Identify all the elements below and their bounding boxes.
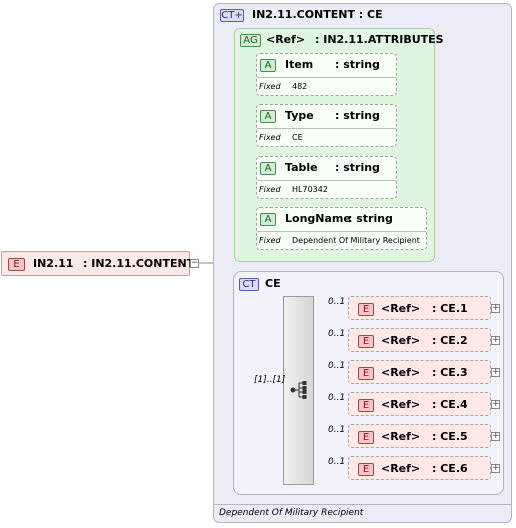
attribute-divider xyxy=(257,231,426,232)
element-ref: <Ref> xyxy=(381,462,421,475)
element-ce6-box[interactable]: E <Ref> : CE.6 xyxy=(348,456,491,480)
ce-type-badge: CT xyxy=(239,278,259,291)
attribute-badge: A xyxy=(260,162,276,175)
attribute-type: : string xyxy=(348,212,393,225)
element-ref: <Ref> xyxy=(381,334,421,347)
attribute-group-name: : IN2.11.ATTRIBUTES xyxy=(315,33,444,46)
expand-toggle[interactable]: + xyxy=(491,431,500,441)
fixed-label: Fixed xyxy=(259,133,281,142)
fixed-label: Fixed xyxy=(259,185,281,194)
attribute-group-badge: AG xyxy=(240,34,261,47)
ce-type-name: CE xyxy=(265,277,281,290)
attribute-name: Table xyxy=(285,161,318,174)
element-ce1-box[interactable]: E <Ref> : CE.1 xyxy=(348,296,491,320)
element-cardinality: 0..1 xyxy=(328,329,346,339)
element-ce5-box[interactable]: E <Ref> : CE.5 xyxy=(348,424,491,448)
element-cardinality: 0..1 xyxy=(328,457,346,467)
attribute-longname-box[interactable]: A LongName : string Fixed Dependent Of M… xyxy=(256,207,427,250)
element-name: : CE.2 xyxy=(432,334,468,347)
annotation-text: Dependent Of Military Recipient xyxy=(219,508,364,518)
element-ref: <Ref> xyxy=(381,398,421,411)
element-badge: E xyxy=(358,463,374,476)
element-name: : CE.1 xyxy=(432,302,468,315)
annotation-divider xyxy=(214,504,511,505)
element-ce3-box[interactable]: E <Ref> : CE.3 xyxy=(348,360,491,384)
element-badge: E xyxy=(8,258,25,271)
element-cardinality: 0..1 xyxy=(328,425,346,435)
element-badge: E xyxy=(358,431,374,444)
attribute-type-box[interactable]: A Type : string Fixed CE xyxy=(256,104,397,147)
attribute-badge: A xyxy=(260,110,276,123)
fixed-label: Fixed xyxy=(259,82,281,91)
attribute-type: : string xyxy=(335,58,380,71)
attribute-type: : string xyxy=(335,161,380,174)
attribute-badge: A xyxy=(260,213,276,226)
root-element-type: : IN2.11.CONTENT xyxy=(83,257,195,270)
attribute-name: Type xyxy=(285,109,314,122)
attribute-divider xyxy=(257,77,396,78)
expand-toggle[interactable]: + xyxy=(491,367,500,377)
fixed-value: 482 xyxy=(292,82,308,91)
element-ref: <Ref> xyxy=(381,302,421,315)
attribute-group-ref: <Ref> xyxy=(266,33,306,46)
fixed-value: CE xyxy=(292,133,303,142)
element-name: : CE.6 xyxy=(432,462,468,475)
attribute-badge: A xyxy=(260,59,276,72)
expand-toggle[interactable]: + xyxy=(491,303,500,313)
attribute-name: Item xyxy=(285,58,314,71)
fixed-value: HL70342 xyxy=(292,185,328,194)
root-element-box[interactable]: E IN2.11 : IN2.11.CONTENT xyxy=(1,251,194,276)
element-name: : CE.4 xyxy=(432,398,468,411)
attribute-item-box[interactable]: A Item : string Fixed 482 xyxy=(256,53,397,96)
element-name: : CE.3 xyxy=(432,366,468,379)
attribute-divider xyxy=(257,128,396,129)
element-badge: E xyxy=(358,335,374,348)
element-ce4-box[interactable]: E <Ref> : CE.4 xyxy=(348,392,491,416)
complex-type-title: IN2.11.CONTENT : CE xyxy=(252,8,383,21)
complex-type-badge: CT+ xyxy=(220,9,244,22)
element-cardinality: 0..1 xyxy=(328,297,346,307)
attribute-type: : string xyxy=(335,109,380,122)
element-ref: <Ref> xyxy=(381,430,421,443)
attribute-name: LongName xyxy=(285,212,351,225)
sequence-cardinality: [1]..[1] xyxy=(254,375,286,385)
root-collapse-toggle[interactable]: − xyxy=(190,258,199,268)
expand-toggle[interactable]: + xyxy=(491,463,500,473)
element-cardinality: 0..1 xyxy=(328,393,346,403)
attribute-divider xyxy=(257,180,396,181)
element-name: : CE.5 xyxy=(432,430,468,443)
attribute-table-box[interactable]: A Table : string Fixed HL70342 xyxy=(256,156,397,199)
fixed-value: Dependent Of Military Recipient xyxy=(292,236,420,245)
element-badge: E xyxy=(358,399,374,412)
element-ce2-box[interactable]: E <Ref> : CE.2 xyxy=(348,328,491,352)
expand-toggle[interactable]: + xyxy=(491,335,500,345)
element-badge: E xyxy=(358,303,374,316)
sequence-icon xyxy=(290,381,307,399)
fixed-label: Fixed xyxy=(259,236,281,245)
element-ref: <Ref> xyxy=(381,366,421,379)
element-badge: E xyxy=(358,367,374,380)
element-cardinality: 0..1 xyxy=(328,361,346,371)
expand-toggle[interactable]: + xyxy=(491,399,500,409)
root-element-name: IN2.11 xyxy=(33,257,74,270)
sequence-compositor[interactable] xyxy=(283,296,314,485)
